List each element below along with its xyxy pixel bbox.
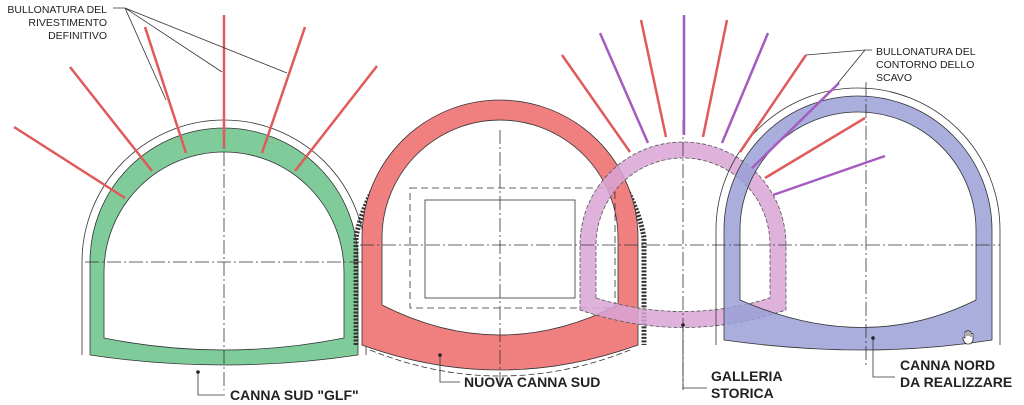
bolts-contorno-scavo bbox=[560, 15, 886, 197]
tunnel-nuova-canna-sud bbox=[353, 99, 647, 385]
label-bolting-excavation-2: CONTORNO DELLO bbox=[876, 59, 974, 71]
label-bolting-excavation-3: SCAVO bbox=[876, 72, 912, 84]
label-canna-nord-1: CANNA NORD bbox=[900, 357, 995, 373]
label-canna-sud-glf: CANNA SUD "GLF" bbox=[230, 387, 359, 403]
label-bolting-lining-1: BULLONATURA DEL bbox=[7, 4, 107, 16]
tunnel-canna-sud-glf bbox=[81, 119, 367, 390]
label-galleria-storica-2: STORICA bbox=[711, 385, 774, 401]
label-galleria-storica-1: GALLERIA bbox=[711, 368, 783, 384]
label-canna-nord-2: DA REALIZZARE bbox=[900, 374, 1012, 390]
bolts-rivestimento bbox=[13, 15, 378, 200]
hand-cursor-icon bbox=[962, 329, 974, 345]
label-bolting-lining-3: DEFINITIVO bbox=[48, 30, 107, 42]
label-bolting-lining-2: RIVESTIMENTO bbox=[28, 17, 107, 29]
label-bolting-excavation-1: BULLONATURA DEL bbox=[876, 46, 976, 58]
label-nuova-canna-sud: NUOVA CANNA SUD bbox=[464, 374, 600, 390]
leader-lines bbox=[113, 7, 895, 396]
tunnel-canna-nord bbox=[715, 82, 1001, 365]
